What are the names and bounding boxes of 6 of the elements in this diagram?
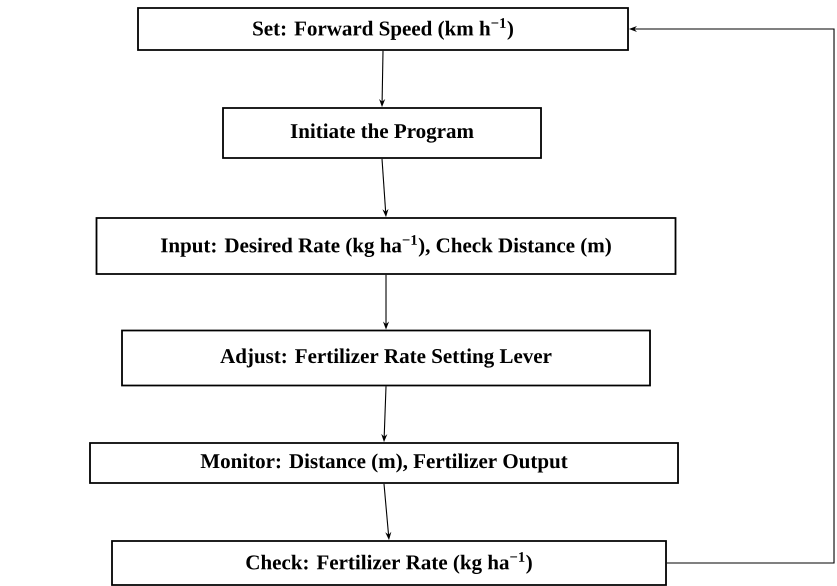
process-box: Set: Forward Speed (km h$^{−1}$) <box>137 7 629 51</box>
process-box: Input: Desired Rate (kg ha$^{−1}$), Check Distance (m) <box>96 217 676 275</box>
process-box: Initiate the Program <box>222 107 542 159</box>
process-box: Monitor: Distance (m), Fertilizer Output <box>89 442 679 484</box>
process-box: Adjust: Fertilizer Rate Setting Lever <box>121 330 651 386</box>
process-box: Check: Fertilizer Rate (kg ha$^{−1}$) <box>111 540 667 586</box>
